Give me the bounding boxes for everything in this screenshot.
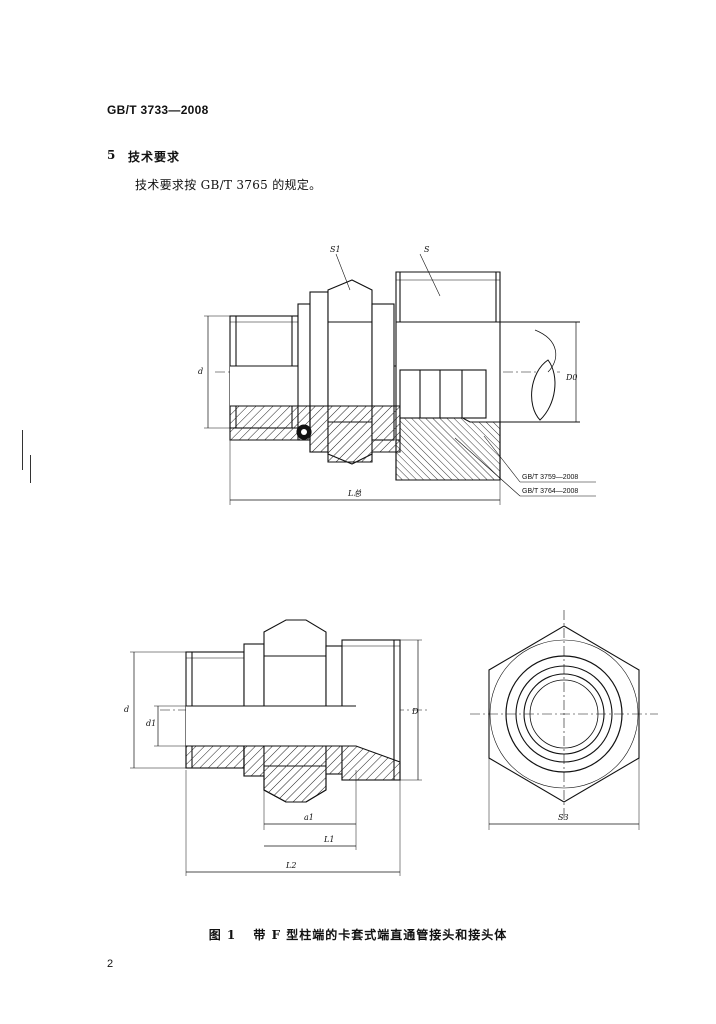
fig2-label-d: d [124,705,129,714]
section-number: 5 [107,148,116,162]
fig1-label-l-total: L总 [347,489,361,498]
fig2-label-d1: d1 [146,719,156,728]
fig1-label-s1: S1 [330,245,341,254]
figure1-assembly-drawing [204,253,596,505]
scan-artifact [22,430,23,470]
fig1-label-s: S [424,245,430,254]
scan-artifact [30,455,31,483]
standard-code: GB/T 3733—2008 [107,103,209,117]
fig2-label-l1: L1 [323,835,334,844]
page-number: 2 [107,958,114,970]
section-body: 技术要求按 GB/T 3765 的规定。 [135,178,322,192]
fig2-label-s3: S3 [558,813,569,822]
fig2-label-a1: a1 [304,813,314,822]
section-title: 技术要求 [128,150,181,164]
fig1-ref-3764: GB/T 3764—2008 [522,488,578,495]
fig1-ref-3759: GB/T 3759—2008 [522,474,578,481]
fig2-label-big-d: D [411,707,419,716]
figure-title: 带 F 型柱端的卡套式端直通管接头和接头体 [253,928,508,942]
fig1-label-d: d [198,367,203,376]
figure2-hex-end-view [470,610,658,830]
figure2-body-drawing [130,619,430,876]
figure-number: 图 1 [208,928,237,942]
fig1-label-d0: D0 [565,373,578,382]
fig2-label-l2: L2 [285,861,296,870]
figure-caption: 图 1 带 F 型柱端的卡套式端直通管接头和接头体 [0,926,716,943]
